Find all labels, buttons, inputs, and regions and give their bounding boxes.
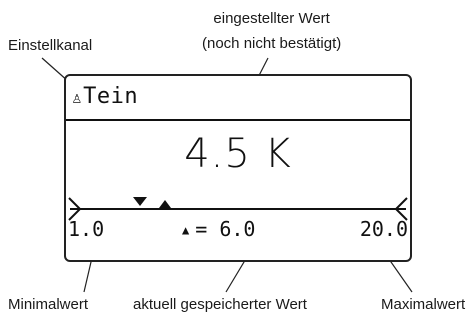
- saved-value-label: ▲ = 6.0: [182, 217, 255, 241]
- set-value-readout: 4.5 K: [184, 131, 292, 177]
- lock-icon: ♙: [72, 88, 83, 107]
- saved-value-text: = 6.0: [195, 217, 256, 241]
- scale-right-end-icon: [394, 197, 408, 221]
- set-value-marker-icon: [133, 197, 147, 206]
- scale-bar: [70, 208, 406, 210]
- callout-maximalwert: Maximalwert: [381, 296, 466, 313]
- callout-eingestellter-wert: eingestellter Wert (noch nicht bestätigt…: [202, 6, 341, 56]
- callout-eingestellter-wert-line1: eingestellter Wert: [213, 10, 330, 27]
- channel-name: Tein: [83, 84, 139, 109]
- saved-value-marker-icon: [159, 200, 171, 208]
- channel-header: ♙Tein: [72, 84, 138, 109]
- callout-einstellkanal: Einstellkanal: [8, 37, 93, 54]
- header-divider: [66, 119, 410, 121]
- callout-minimalwert: Minimalwert: [8, 296, 89, 313]
- callout-eingestellter-wert-line2: (noch nicht bestätigt): [202, 35, 342, 52]
- up-triangle-icon: ▲: [182, 223, 190, 237]
- scale-max-label: 20.0: [359, 217, 408, 241]
- callout-aktuell-gespeichert: aktuell gespeicherter Wert: [133, 296, 307, 313]
- scale-left-end-icon: [68, 197, 82, 221]
- scale-min-label: 1.0: [68, 217, 105, 241]
- device-display: ♙Tein 4.5 K 1.0 ▲ = 6.0 20.0: [64, 74, 412, 262]
